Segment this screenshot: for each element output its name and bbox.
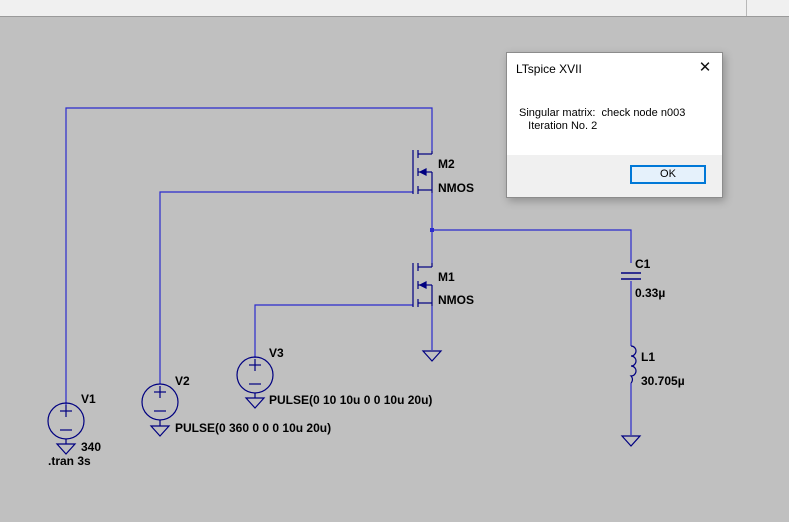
close-icon[interactable]: ✕ bbox=[698, 59, 712, 76]
wires bbox=[65, 107, 632, 435]
voltage-source-v3-symbol[interactable] bbox=[236, 356, 274, 409]
ok-button[interactable]: OK bbox=[630, 165, 706, 184]
mosfet-m1-symbol[interactable] bbox=[412, 263, 433, 307]
dialog-message: Singular matrix: check node n003 Iterati… bbox=[519, 107, 685, 133]
dialog-message-line: Singular matrix: check node n003 bbox=[519, 107, 686, 119]
voltage-source-v1-symbol[interactable] bbox=[47, 402, 85, 455]
v2-value-label: PULSE(0 360 0 0 0 10u 20u) bbox=[175, 421, 331, 435]
v3-value-label: PULSE(0 10 10u 0 0 10u 20u) bbox=[269, 393, 432, 407]
m1-model-label: NMOS bbox=[438, 293, 474, 307]
ground-symbol-m1 bbox=[421, 350, 443, 362]
c1-value-label: 0.33µ bbox=[635, 286, 665, 300]
v2-name-label: V2 bbox=[175, 374, 190, 388]
dialog-title: LTspice XVII bbox=[516, 62, 582, 76]
v3-name-label: V3 bbox=[269, 346, 284, 360]
v1-value-label: 340 bbox=[81, 440, 101, 454]
wire-v1-to-m2-drain bbox=[65, 107, 433, 405]
m2-model-label: NMOS bbox=[438, 181, 474, 195]
top-toolbar-strip bbox=[0, 0, 789, 17]
dialog-message-line: Iteration No. 2 bbox=[519, 120, 598, 132]
mosfet-m2-symbol[interactable] bbox=[412, 150, 433, 194]
inductor-l1-symbol[interactable] bbox=[629, 345, 637, 384]
error-dialog: LTspice XVII ✕ Singular matrix: check no… bbox=[506, 52, 723, 198]
junction-dot bbox=[430, 228, 434, 232]
wire-node-n003-to-c1 bbox=[432, 229, 632, 263]
tran-directive[interactable]: .tran 3s bbox=[48, 454, 91, 468]
voltage-source-v2-symbol[interactable] bbox=[141, 383, 179, 437]
l1-value-label: 30.705µ bbox=[641, 374, 685, 388]
ground-symbol-l1 bbox=[620, 435, 642, 447]
l1-name-label: L1 bbox=[641, 350, 655, 364]
m1-name-label: M1 bbox=[438, 270, 455, 284]
wire-v2-to-m2-gate bbox=[159, 191, 413, 384]
dialog-footer: OK bbox=[507, 155, 722, 197]
toolbar-divider bbox=[746, 0, 747, 16]
capacitor-c1-symbol[interactable] bbox=[621, 272, 641, 280]
v1-name-label: V1 bbox=[81, 392, 96, 406]
m2-name-label: M2 bbox=[438, 157, 455, 171]
c1-name-label: C1 bbox=[635, 257, 651, 271]
wire-v3-to-m1-gate bbox=[254, 304, 413, 358]
